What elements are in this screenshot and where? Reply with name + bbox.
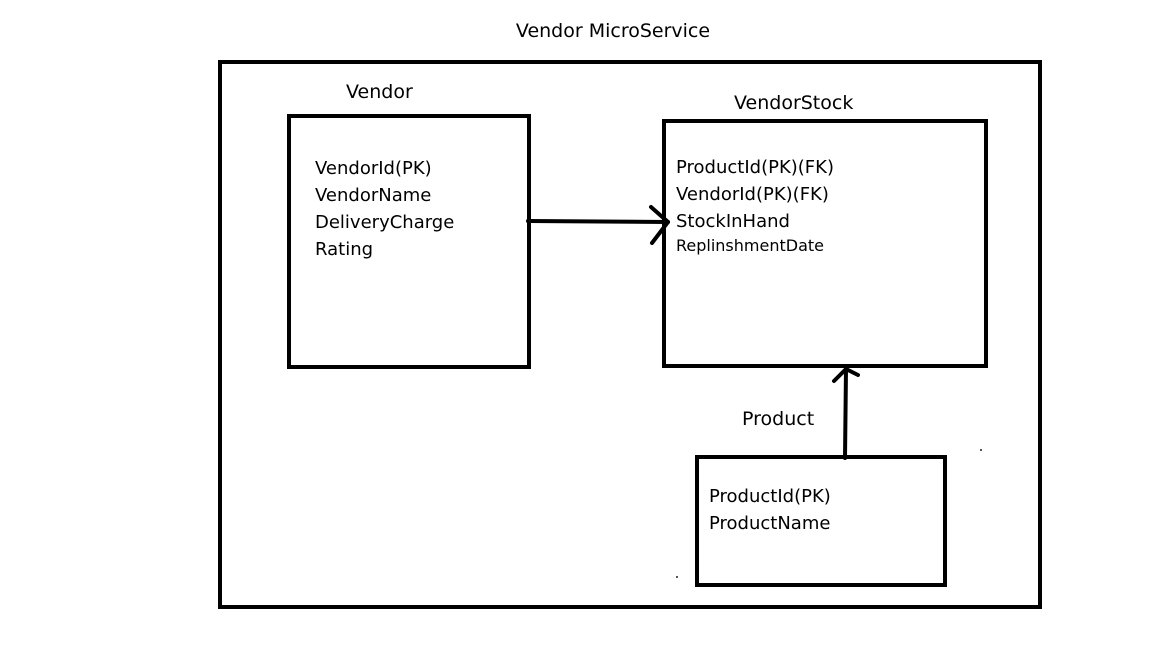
vendorstock-field-vendorid: VendorId(PK)(FK) [676,184,829,205]
microservice-boundary [218,60,1042,609]
vendor-entity-box: VendorId(PK) VendorName DeliveryCharge R… [287,114,531,369]
product-field-list: ProductId(PK) ProductName [709,483,943,537]
vendorstock-field-replinshmentdate: ReplinshmentDate [676,236,824,255]
product-entity-name: Product [742,408,815,430]
vendorstock-field-productid: ProductId(PK)(FK) [676,157,834,178]
vendorstock-entity-name: VendorStock [734,92,854,114]
stray-dot [980,449,982,451]
vendor-field-list: VendorId(PK) VendorName DeliveryCharge R… [315,155,527,263]
product-field-productid: ProductId(PK) [709,486,831,507]
vendor-field-rating: Rating [315,239,374,260]
vendorstock-entity-box: ProductId(PK)(FK) VendorId(PK)(FK) Stock… [662,119,988,368]
diagram-title: Vendor MicroService [515,20,711,42]
vendorstock-field-list: ProductId(PK)(FK) VendorId(PK)(FK) Stock… [676,154,984,257]
product-entity-box: ProductId(PK) ProductName [695,455,947,587]
vendor-field-deliverycharge: DeliveryCharge [315,212,455,233]
product-field-productname: ProductName [709,513,831,534]
vendor-field-vendorid: VendorId(PK) [315,158,432,179]
stray-dot [676,576,678,578]
vendor-entity-name: Vendor [346,81,413,103]
vendorstock-field-stockinhand: StockInHand [676,211,790,232]
vendor-field-vendorname: VendorName [315,185,432,206]
